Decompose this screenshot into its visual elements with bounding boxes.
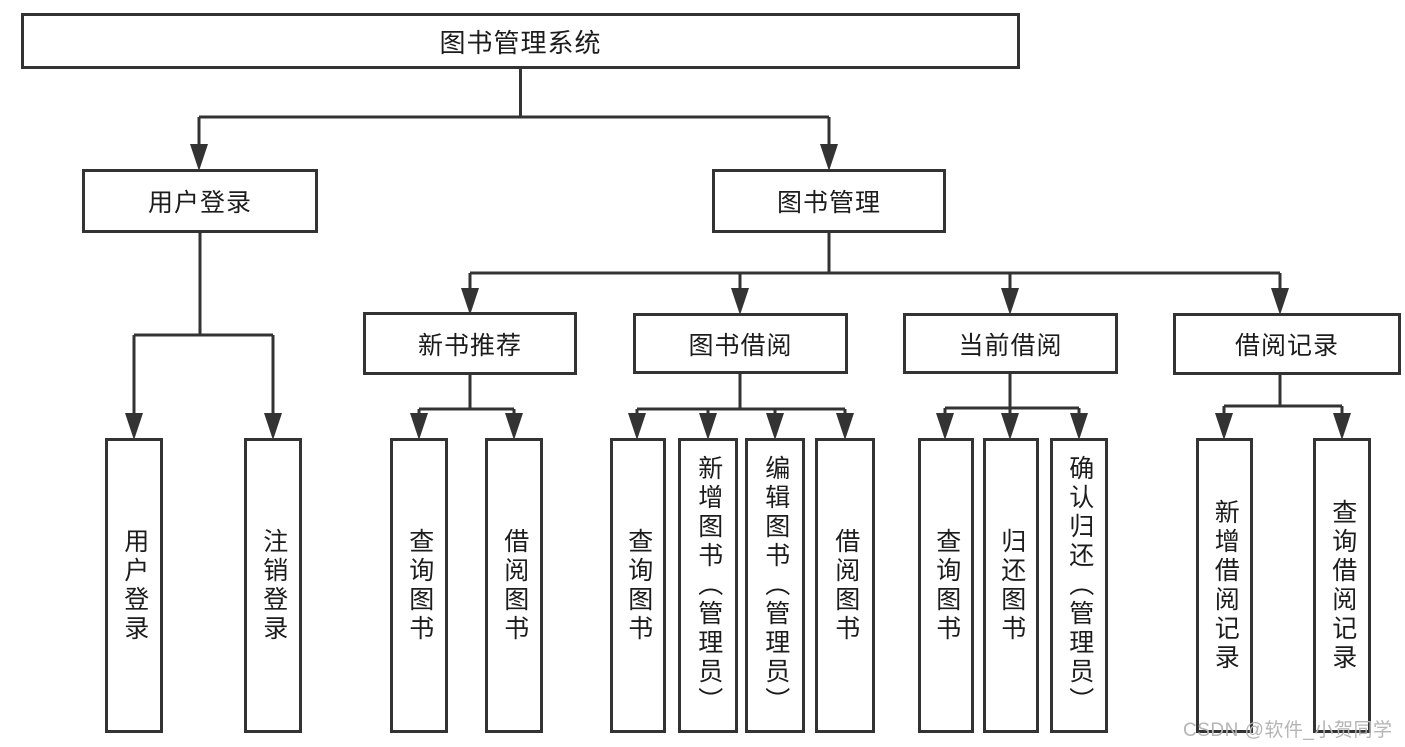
node-label: 新书推荐 [417,331,522,360]
node-book-borrowing: 图书借阅 [633,313,848,374]
node-library-management-system: 图书管理系统 [21,13,1020,69]
node-label: 借阅图书 [831,527,860,644]
node-new-book-recommend: 新书推荐 [363,312,577,375]
leaf-query-books-current: 查询图书 [918,438,974,733]
node-borrowing-records: 借阅记录 [1173,313,1401,375]
node-label: 用户登录 [147,189,252,217]
node-current-borrowing: 当前借阅 [903,313,1118,374]
leaf-query-borrow-record: 查询借阅记录 [1313,438,1371,733]
leaf-return-book: 归还图书 [983,438,1039,733]
node-label: 查询图书 [932,527,961,644]
leaf-add-borrow-record: 新增借阅记录 [1196,438,1253,733]
node-label: 用户登录 [120,527,149,644]
leaf-logout: 注销登录 [244,438,302,733]
node-user-login: 用户登录 [82,169,318,233]
leaf-borrow-books: 借阅图书 [815,438,875,733]
node-label: 归还图书 [997,527,1026,644]
leaf-user-login: 用户登录 [105,438,163,733]
leaf-add-book-admin: 新增图书（管理员） [678,438,738,733]
node-label: 注销登录 [259,527,288,644]
leaf-query-books-borrowing: 查询图书 [610,438,666,733]
node-label: 图书借阅 [688,331,793,360]
leaf-query-books-recommend: 查询图书 [390,438,448,733]
node-label: 新增图书（管理员） [694,455,723,716]
node-label: 查询图书 [405,527,434,644]
leaf-edit-book-admin: 编辑图书（管理员） [745,438,805,733]
node-label: 编辑图书（管理员） [761,455,790,716]
leaf-borrow-books-recommend: 借阅图书 [485,438,543,733]
node-label: 图书管理系统 [439,27,602,58]
node-label: 图书管理 [776,189,881,217]
node-label: 借阅记录 [1234,332,1339,360]
node-label: 新增借阅记录 [1211,498,1240,673]
node-label: 借阅图书 [500,527,529,644]
node-label: 查询图书 [624,527,653,644]
node-label: 查询借阅记录 [1328,498,1357,673]
node-label: 确认归还（管理员） [1065,455,1094,716]
watermark-text: CSDN @软件_小贺同学 [1183,720,1393,741]
node-book-management: 图书管理 [712,169,946,233]
leaf-confirm-return-admin: 确认归还（管理员） [1050,438,1108,733]
node-label: 当前借阅 [958,331,1063,360]
